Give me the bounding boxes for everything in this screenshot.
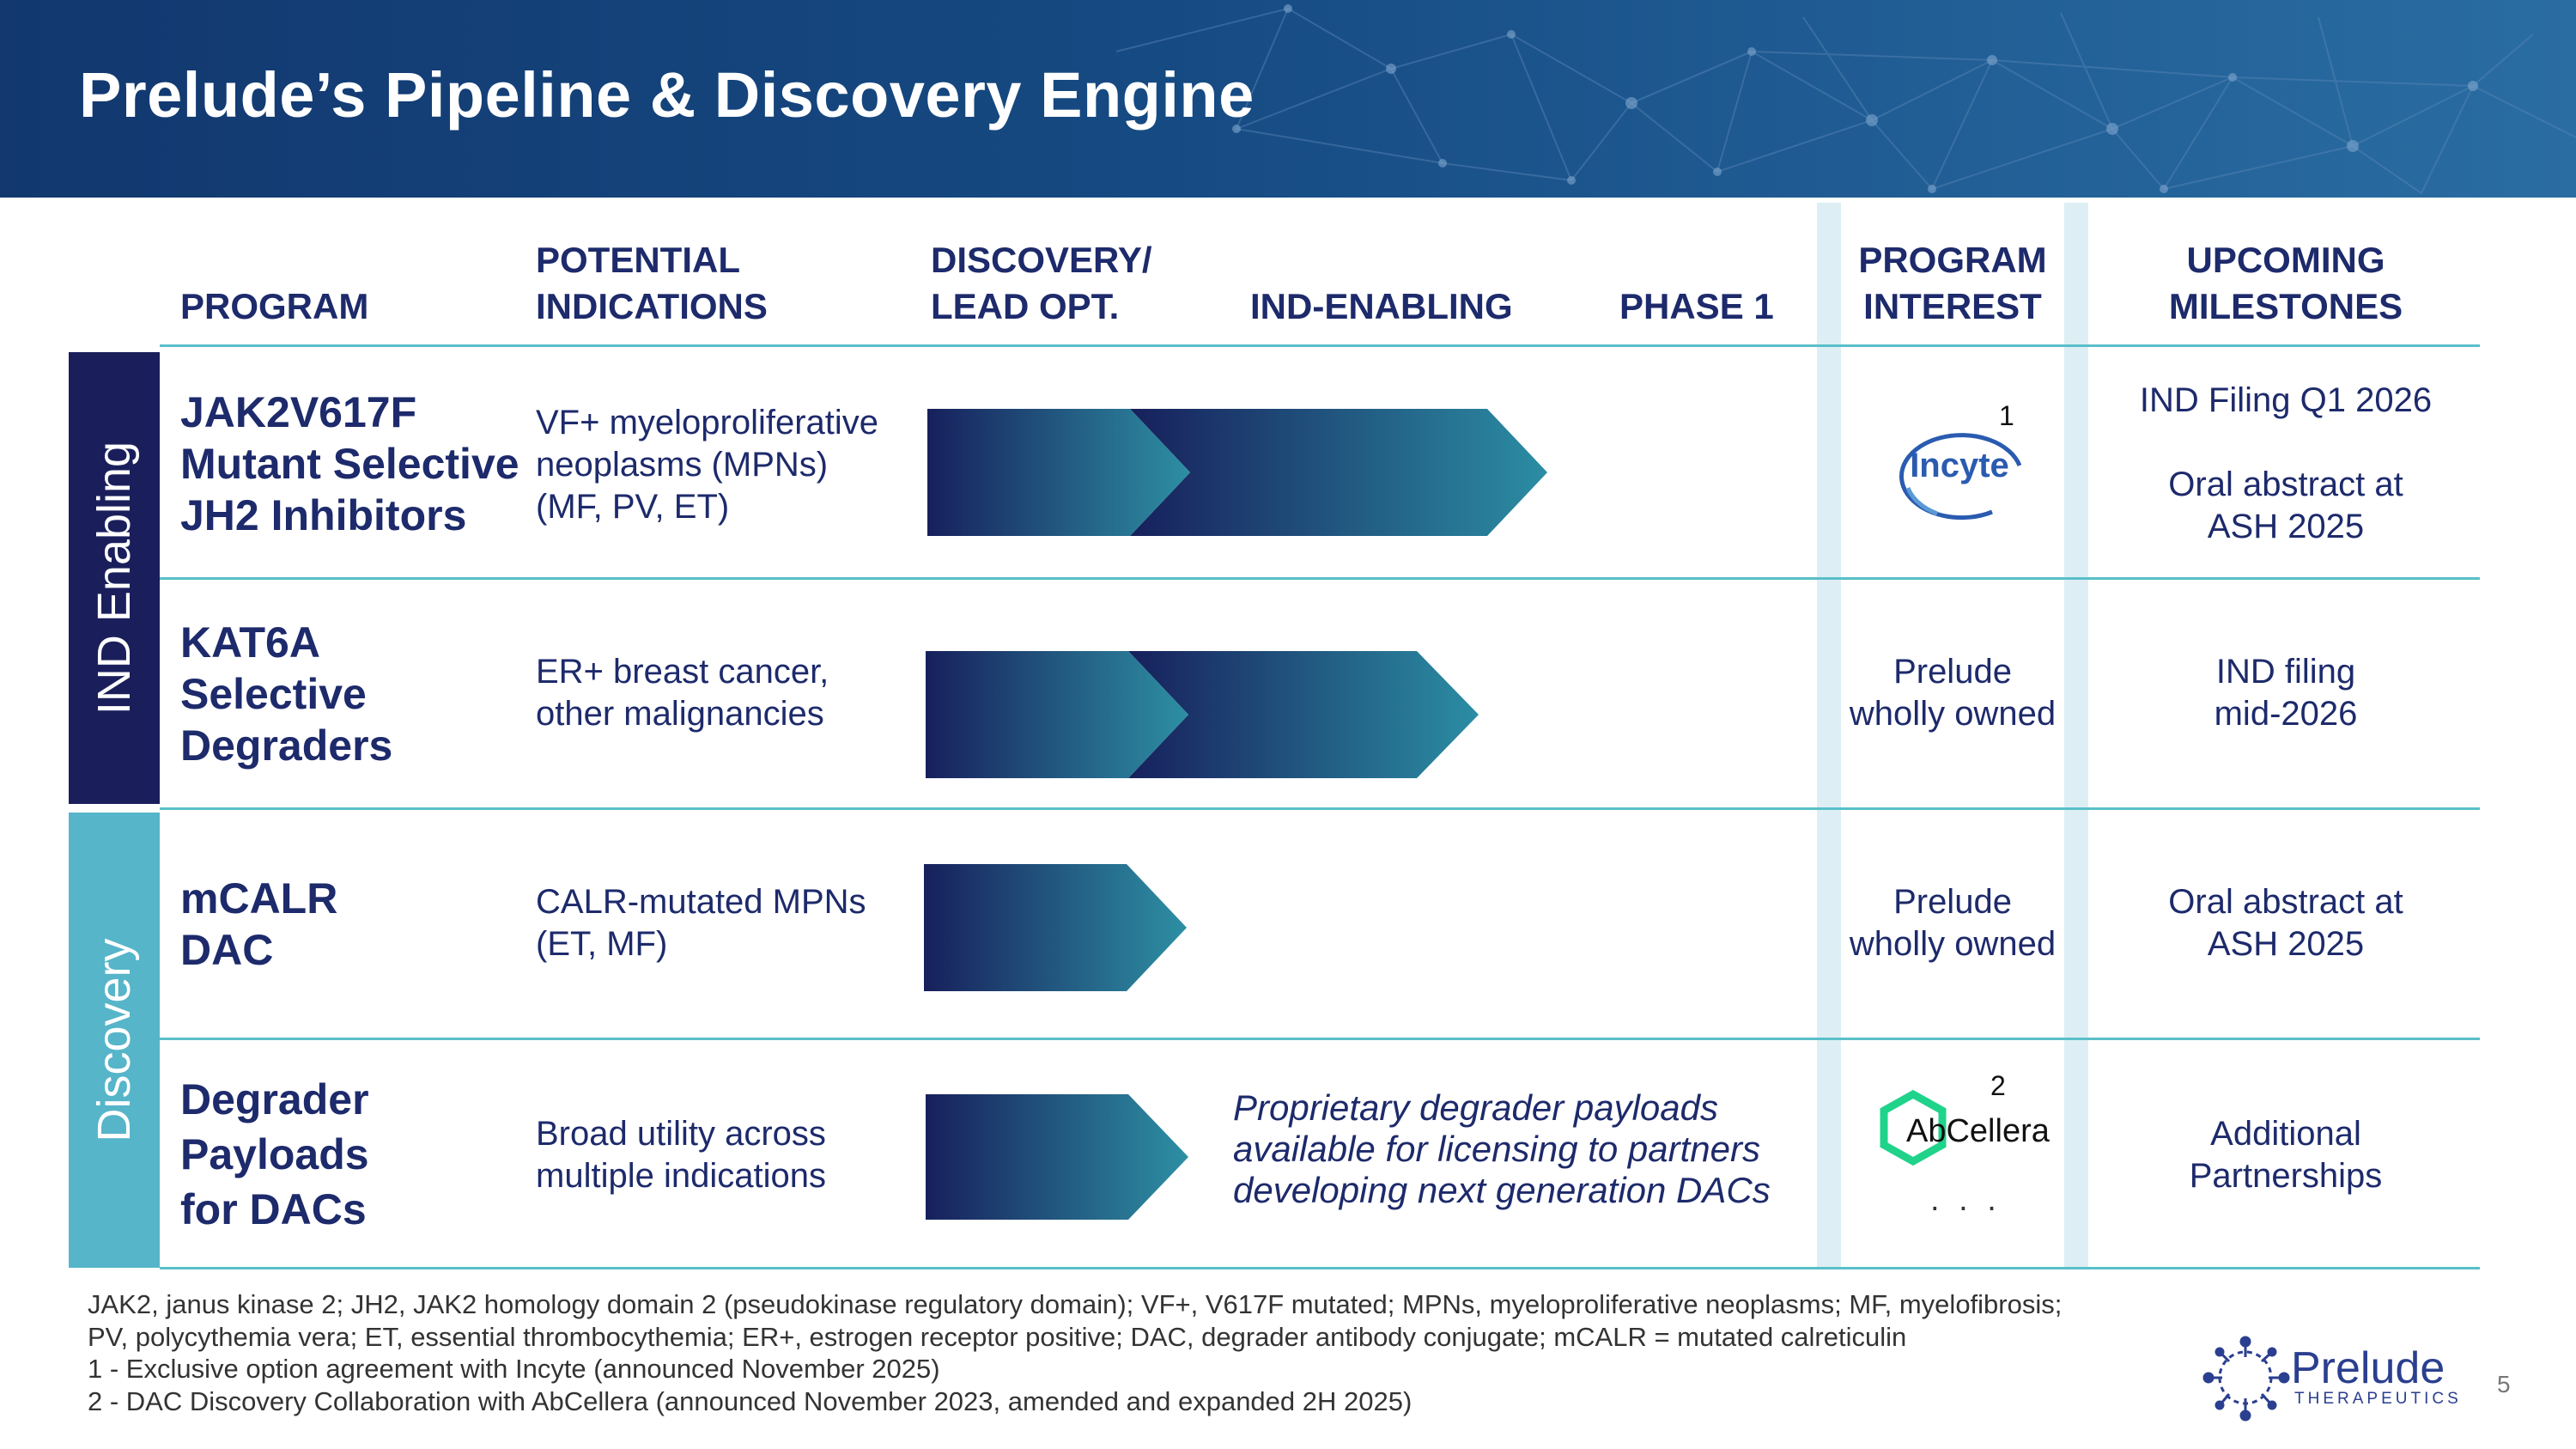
row-divider — [160, 344, 2480, 347]
incyte-logo — [1899, 433, 2022, 521]
header-phase-1: PHASE 1 — [1619, 286, 1774, 326]
more-partners-ellipsis: . . . — [1930, 1182, 2002, 1218]
category-band-discovery: Discovery — [69, 813, 160, 1268]
stage-progress-arrow — [926, 1094, 1188, 1220]
footnote-marker: 2 — [1990, 1070, 2006, 1101]
header-banner: Prelude’s Pipeline & Discovery Engine — [0, 0, 2576, 198]
header-ind-enabling: IND-ENABLING — [1250, 286, 1513, 326]
category-band-ind-enabling: IND Enabling — [69, 352, 160, 804]
header-program: PROGRAM — [180, 286, 369, 326]
row-divider — [160, 1038, 2480, 1040]
page-number: 5 — [2497, 1371, 2511, 1397]
row-divider — [160, 1267, 2480, 1269]
footnotes: JAK2, janus kinase 2; JH2, JAK2 homology… — [88, 1289, 2063, 1416]
footnote-marker: 1 — [1999, 400, 2014, 431]
category-label-ind-enabling: IND Enabling — [88, 441, 140, 715]
header-discovery-lead-opt: DISCOVERY/LEAD OPT. — [931, 240, 1152, 326]
category-label-discovery: Discovery — [88, 938, 140, 1142]
stage-progress-arrow — [926, 651, 1479, 778]
network-pattern-decoration — [1115, 4, 2576, 194]
prelude-molecule-icon — [2202, 1336, 2290, 1422]
program-indications: CALR-mutated MPNs(ET, MF) — [536, 883, 866, 963]
brand-name: Prelude — [2291, 1343, 2445, 1393]
interest-column-stripe-right — [2064, 203, 2088, 1268]
program-indications: ER+ breast cancer,other malignancies — [536, 653, 829, 733]
row-divider — [160, 577, 2480, 580]
incyte-logo-text: Incyte — [1910, 447, 2009, 484]
slide-title: Prelude’s Pipeline & Discovery Engine — [79, 59, 1255, 131]
row-divider — [160, 807, 2480, 810]
abcellera-logo — [1880, 1089, 1947, 1166]
stage-progress-arrow — [927, 409, 1547, 536]
interest-column-stripe-left — [1817, 203, 1841, 1268]
abcellera-logo-text: AbCellera — [1906, 1113, 2050, 1149]
brand-subtitle: THERAPEUTICS — [2294, 1390, 2462, 1408]
stage-progress-arrow — [924, 864, 1187, 991]
